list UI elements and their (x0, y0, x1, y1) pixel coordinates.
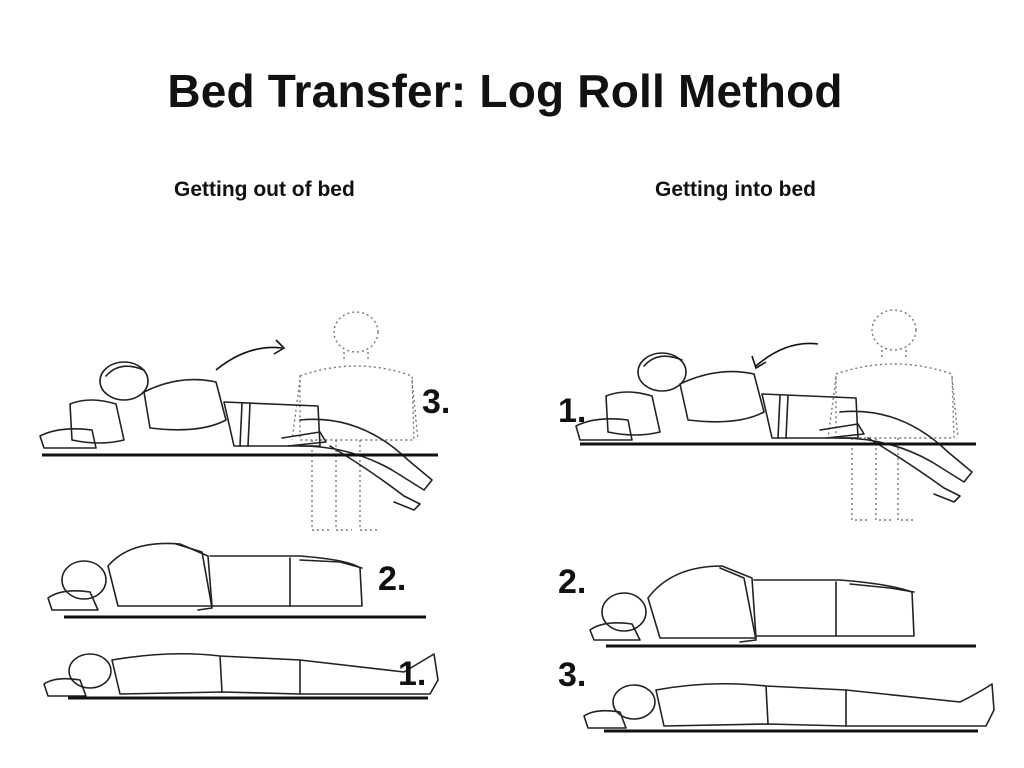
step-label-out-1: 1. (398, 655, 427, 693)
step-label-out-3: 3. (422, 383, 451, 421)
side-lying-figure-right (575, 352, 973, 503)
ghost-seated-figure-right (827, 309, 959, 521)
supine-figure-right-3 (583, 682, 995, 729)
right-step-1-illustration (575, 309, 976, 521)
right-step-2-illustration (589, 565, 976, 648)
supine-figure-1 (43, 652, 439, 697)
left-step-2-illustration (47, 542, 426, 619)
left-step-1-illustration (43, 652, 439, 700)
section-heading-in: Getting into bed (655, 178, 816, 201)
side-lying-figure (39, 361, 433, 511)
curved-arrow-icon-in (755, 342, 819, 367)
right-step-3-illustration (583, 682, 995, 733)
arrow-head-right (751, 355, 767, 370)
left-step-3-illustration (39, 311, 438, 531)
arrow-head (273, 339, 286, 355)
side-lying-figure-2 (47, 542, 363, 611)
section-heading-out: Getting out of bed (174, 178, 355, 201)
step-label-in-1: 1. (558, 392, 587, 430)
step-label-out-2: 2. (378, 560, 407, 598)
side-lying-figure-right-2 (589, 565, 915, 643)
page-title: Bed Transfer: Log Roll Method (167, 65, 843, 117)
curved-arrow-icon-out (215, 346, 283, 371)
step-label-in-3: 3. (558, 656, 587, 694)
ghost-seated-figure (291, 311, 419, 531)
step-label-in-2: 2. (558, 563, 587, 601)
